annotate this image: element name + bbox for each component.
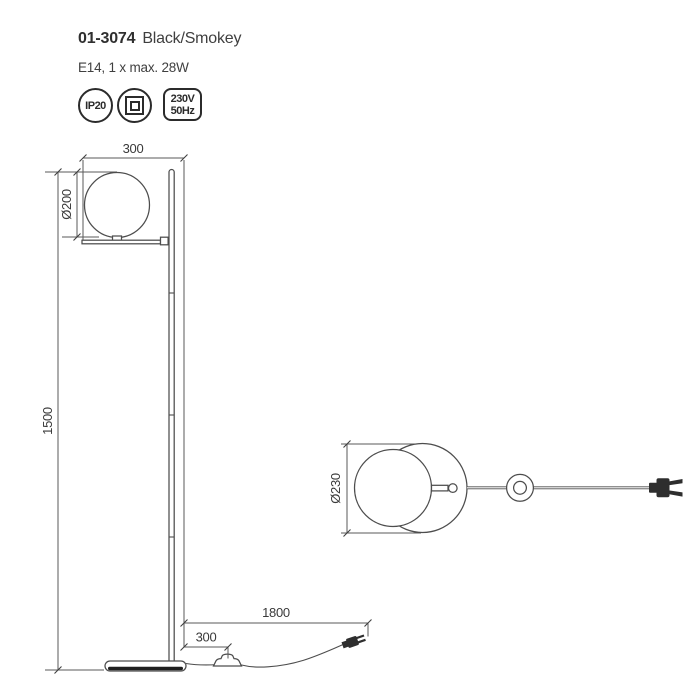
floor-lamp-front [81, 168, 366, 672]
front-view: 300 Ø200 1500 [40, 141, 372, 674]
base-bottom-edge [108, 666, 183, 671]
arm-pole-connector [159, 236, 169, 246]
voltage-badge: 230V 50Hz [163, 88, 202, 121]
dim-base-diameter-label: Ø230 [328, 473, 343, 504]
dim-switch-distance-label: 300 [196, 630, 217, 645]
product-finish: Black/Smokey [142, 30, 242, 47]
ip-rating-label: IP20 [85, 99, 106, 112]
dimension-cable-length: 1800 [180, 605, 372, 637]
voltage-label: 230V [170, 92, 195, 105]
foot-switch-button [512, 480, 528, 495]
top-view: Ø230 [328, 440, 683, 537]
stub-end-ball [447, 483, 458, 494]
header: 01-3074 Black/Smokey E14, 1 x max. 28W [78, 30, 241, 75]
power-cable [185, 662, 215, 666]
dim-height-label: 1500 [40, 407, 55, 435]
lamp-pole [168, 168, 175, 665]
horizontal-arm [81, 239, 162, 245]
ip-rating-badge: IP20 [78, 88, 113, 123]
dimension-head-width: 300 [79, 141, 188, 647]
frequency-label: 50Hz [170, 104, 195, 117]
lamp-holder-stub [430, 484, 449, 492]
sphere-shade-top [353, 448, 433, 528]
dimension-shade-diameter: Ø200 [45, 168, 117, 241]
dimension-height: 1500 [40, 168, 104, 674]
class-ii-double-square-icon [125, 96, 144, 115]
glass-sphere-shade [83, 171, 151, 239]
floor-lamp-top [353, 442, 683, 534]
power-cable [241, 644, 343, 668]
dimension-switch-distance: 300 [180, 630, 232, 659]
dim-shade-diameter-label: Ø200 [59, 189, 74, 220]
power-plug-icon [341, 634, 366, 649]
protection-class-badge [117, 88, 152, 123]
power-plug-icon [649, 478, 683, 498]
dimension-base-diameter: Ø230 [328, 440, 421, 537]
page-title: 01-3074 Black/Smokey [78, 30, 241, 48]
dim-cable-length-label: 1800 [262, 605, 290, 620]
lamp-spec: E14, 1 x max. 28W [78, 60, 189, 75]
product-code: 01-3074 [78, 30, 136, 47]
dim-head-width-label: 300 [123, 141, 144, 156]
